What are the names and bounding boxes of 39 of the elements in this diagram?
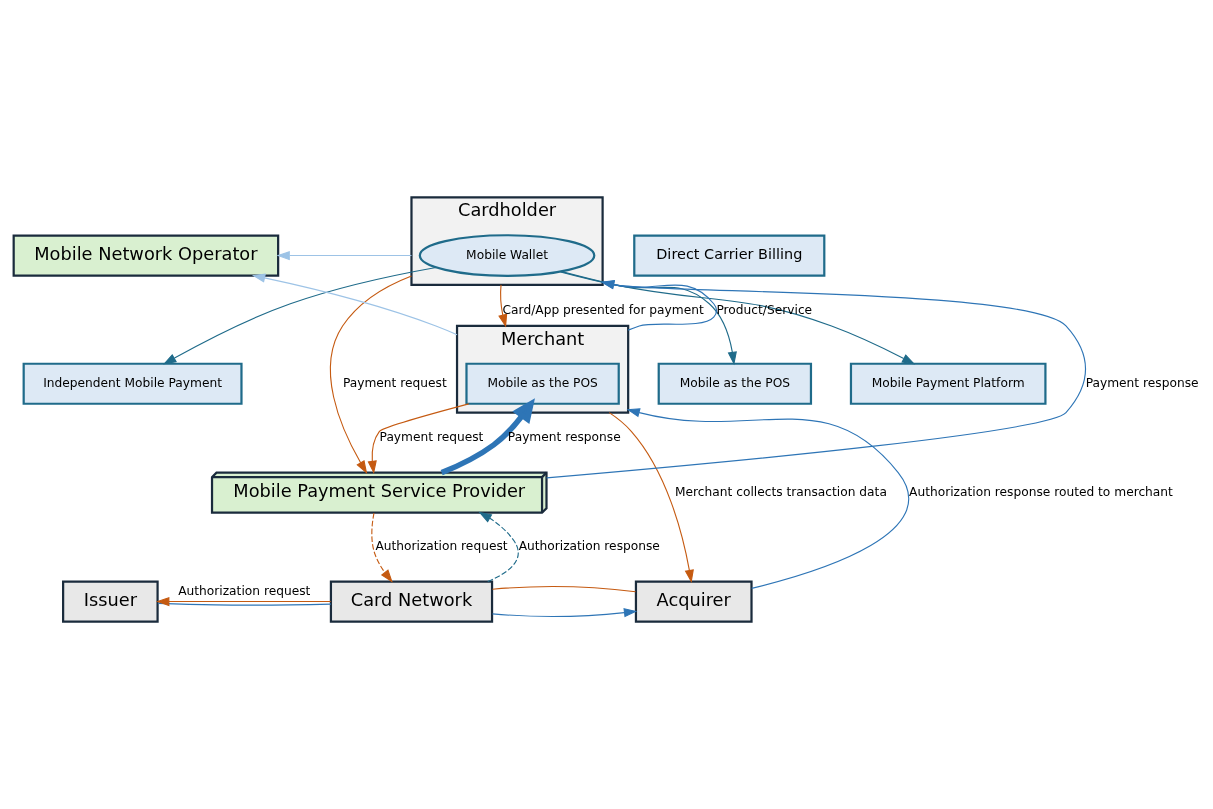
node-box: Independent Mobile Payment xyxy=(22,362,243,405)
node-box: Mobile as the POS xyxy=(465,362,620,405)
arrow xyxy=(608,411,694,583)
arrow xyxy=(276,250,413,260)
arrow xyxy=(478,511,519,582)
edge-label: Authorization response routed to merchant xyxy=(909,484,1173,499)
edge-label: Card/App presented for payment xyxy=(502,302,704,317)
node-box: Acquirer xyxy=(634,579,753,623)
arrow xyxy=(163,266,437,365)
edge-label: Authorization response xyxy=(518,538,660,553)
arrow xyxy=(371,512,393,583)
node-box: Mobile as the POS xyxy=(657,362,813,405)
connector xyxy=(491,585,637,592)
node-box: Card Network xyxy=(329,579,494,623)
edge-label: Payment request xyxy=(342,375,447,390)
arrow xyxy=(561,270,737,365)
arrow xyxy=(498,283,508,328)
node-box: Issuer xyxy=(62,579,159,623)
arrow xyxy=(626,407,910,589)
arrow xyxy=(546,279,1086,478)
edge-label: Payment response xyxy=(507,429,621,444)
arrow xyxy=(367,402,470,474)
node-box: Direct Carrier Billing xyxy=(633,233,826,277)
arrow xyxy=(251,272,458,335)
node-ellipse: Mobile Wallet xyxy=(418,233,596,277)
arrow xyxy=(491,607,638,617)
connector xyxy=(157,602,332,606)
arrow xyxy=(440,397,535,475)
arrow xyxy=(559,270,916,364)
node-box: Mobile Payment Platform xyxy=(849,362,1047,405)
node-box: Mobile Network Operator xyxy=(12,233,280,277)
edge-label: Payment request xyxy=(379,429,484,444)
edge-label: Authorization request xyxy=(375,538,508,553)
edge-label: Payment response xyxy=(1085,375,1199,390)
arrow xyxy=(156,596,332,606)
arrow xyxy=(600,279,718,331)
arrow xyxy=(329,274,413,474)
edge-label: Authorization request xyxy=(178,583,311,598)
edge-label: Merchant collects transaction data xyxy=(675,484,887,499)
